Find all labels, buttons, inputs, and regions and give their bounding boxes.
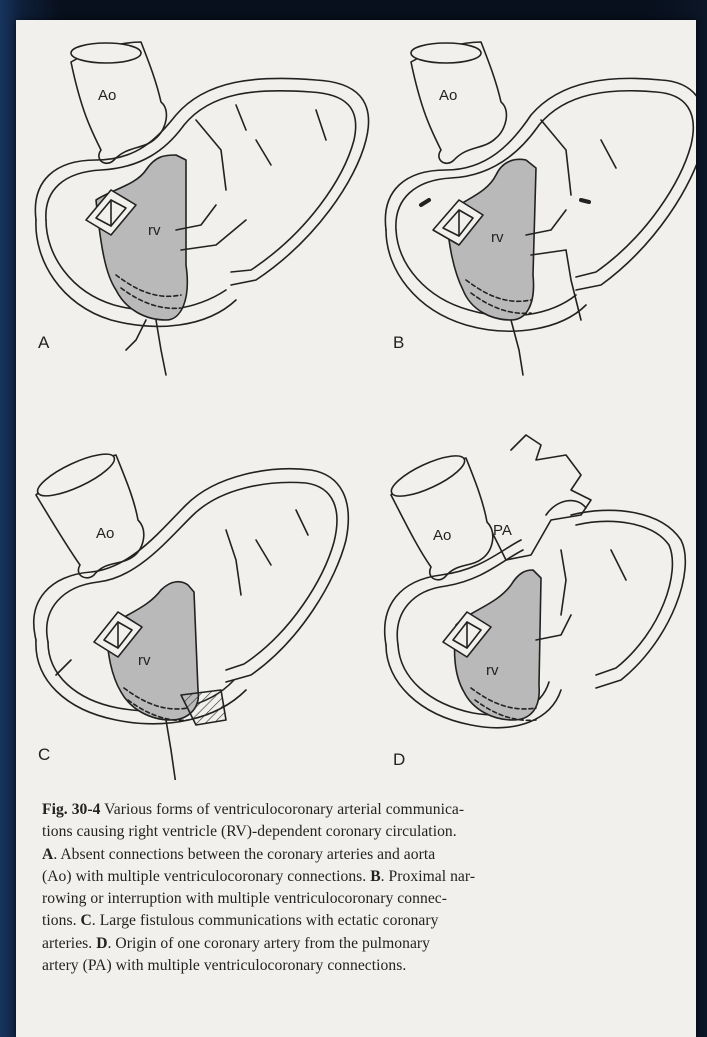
- caption-label-b: B: [370, 868, 380, 885]
- panel-c-ao-label: Ao: [96, 525, 114, 542]
- caption-line-2: tions causing right ventricle (RV)-depen…: [42, 821, 692, 843]
- panel-d-letter: D: [393, 750, 405, 769]
- panel-a-letter: A: [38, 333, 50, 352]
- caption-label-a: A: [42, 846, 53, 863]
- panel-d-ao-label: Ao: [433, 527, 451, 544]
- panel-b-letter: B: [393, 333, 404, 352]
- caption-line-1: Fig. 30-4 Various forms of ventriculocor…: [42, 799, 692, 821]
- panel-a-rv-label: rv: [148, 222, 161, 239]
- caption-line-3: A. Absent connections between the corona…: [42, 844, 692, 866]
- panel-d-rv-label: rv: [486, 662, 499, 679]
- figure-illustrations: Ao rv A Ao rv: [16, 20, 696, 780]
- panel-d-diagram: Ao PA rv D: [385, 435, 686, 769]
- caption-label-d: D: [96, 935, 107, 952]
- panel-b-rv-label: rv: [491, 229, 504, 246]
- panel-c-rv-label: rv: [138, 652, 151, 669]
- caption-line-5: rowing or interruption with multiple ven…: [42, 888, 692, 910]
- panel-d-pa-label: PA: [493, 522, 512, 539]
- panel-b-diagram: Ao rv B: [385, 42, 696, 375]
- panel-a-diagram: Ao rv A: [35, 42, 368, 375]
- caption-line-6: tions. C. Large fistulous communications…: [42, 910, 692, 932]
- book-page: Ao rv A Ao rv: [16, 20, 696, 1037]
- caption-line-4: (Ao) with multiple ventriculocoronary co…: [42, 866, 692, 888]
- figure-number: Fig. 30-4: [42, 801, 101, 818]
- figure-caption: Fig. 30-4 Various forms of ventriculocor…: [42, 799, 692, 977]
- caption-label-c: C: [80, 912, 91, 929]
- panel-b-ao-label: Ao: [439, 87, 457, 104]
- caption-line-8: artery (PA) with multiple ventriculocoro…: [42, 955, 692, 977]
- panel-a-ao-label: Ao: [98, 87, 116, 104]
- caption-line-7: arteries. D. Origin of one coronary arte…: [42, 933, 692, 955]
- panel-c-diagram: Ao rv C: [33, 446, 348, 780]
- panel-c-letter: C: [38, 745, 50, 764]
